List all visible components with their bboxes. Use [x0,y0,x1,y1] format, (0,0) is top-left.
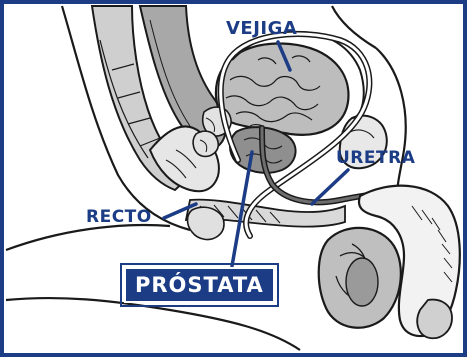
label-recto: RECTO [86,209,152,226]
anal-canal [188,207,225,239]
label-vejiga: VEJIGA [226,20,297,38]
testis [319,228,401,328]
label-uretra: URETRA [336,150,415,167]
label-prostata: PRÓSTATA [124,267,275,303]
